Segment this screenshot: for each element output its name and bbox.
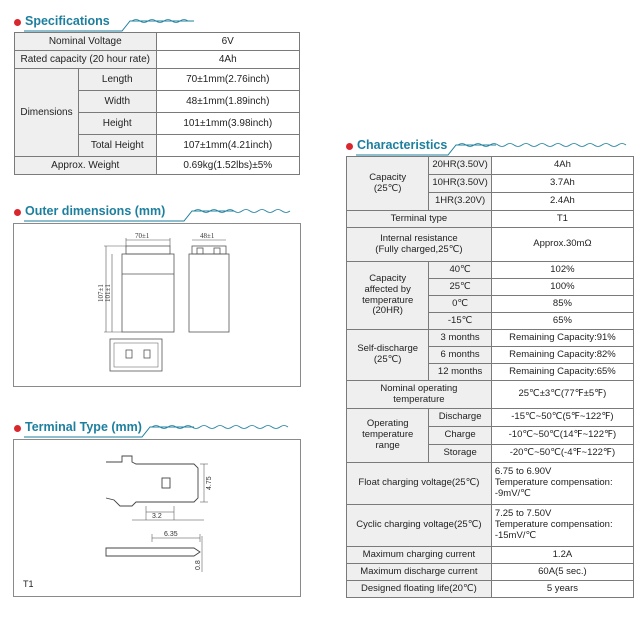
dim-d: 0.8 <box>195 560 202 570</box>
char-sublabel: 1HR(3.20V) <box>428 192 492 211</box>
specifications-header: Specifications <box>14 13 314 33</box>
characteristics-header: Characteristics <box>346 137 636 157</box>
dim-height-body: 101±1 <box>104 284 112 302</box>
char-sublabel: -15℃ <box>428 312 492 330</box>
spec-sublabel: Length <box>77 68 157 91</box>
dim-c: 6.35 <box>164 531 178 538</box>
spec-value: 0.69kg(1.52lbs)±5% <box>155 156 300 175</box>
specifications-table: Nominal Voltage 6V Rated capacity (20 ho… <box>14 32 300 175</box>
characteristics-table: Capacity(25℃) 20HR(3.50V) 4Ah 10HR(3.50V… <box>345 156 635 598</box>
char-sublabel: Discharge <box>428 408 492 427</box>
char-value: -20℃~50℃(-4℉~122℉) <box>490 444 635 463</box>
dim-b: 3.2 <box>152 513 162 520</box>
char-sublabel: 20HR(3.50V) <box>428 156 492 175</box>
char-sublabel: 40℃ <box>428 261 492 279</box>
header-underline <box>24 209 291 222</box>
spec-label: Nominal Voltage <box>14 32 157 51</box>
char-value: 3.7Ah <box>490 174 635 193</box>
bullet-icon <box>14 209 21 216</box>
char-value: Approx.30mΩ <box>490 227 635 262</box>
char-value: 5 years <box>490 580 635 598</box>
bullet-icon <box>14 19 21 26</box>
char-value: 100% <box>490 278 635 296</box>
char-value: 1.2A <box>490 546 635 564</box>
spec-sublabel: Width <box>77 90 157 113</box>
spec-value: 6V <box>155 32 300 51</box>
spec-value: 70±1mm(2.76inch) <box>155 68 300 91</box>
char-value: 25℃±3℃(77℉±5℉) <box>490 380 635 409</box>
section-title: Terminal Type (mm) <box>25 420 142 434</box>
dim-a: 4.75 <box>206 476 213 490</box>
char-sublabel: 25℃ <box>428 278 492 296</box>
char-sublabel: 3 months <box>428 329 492 347</box>
char-label: Maximum charging current <box>346 546 492 564</box>
char-label: Float charging voltage(25℃) <box>346 462 492 505</box>
spec-label: Rated capacity (20 hour rate) <box>14 50 157 69</box>
outer-dimensions-header: Outer dimensions (mm) <box>14 203 314 223</box>
header-underline <box>356 143 627 156</box>
char-value: Remaining Capacity:91% <box>490 329 635 347</box>
char-value: 65% <box>490 312 635 330</box>
char-value: 4Ah <box>490 156 635 175</box>
spec-label: Dimensions <box>14 68 79 157</box>
char-sublabel: 6 months <box>428 346 492 364</box>
outer-dimensions-drawing: 70±1 48±1 107±1 101±1 <box>13 223 301 387</box>
char-label: Designed floating life(20℃) <box>346 580 492 598</box>
char-value: -10℃~50℃(14℉~122℉) <box>490 426 635 445</box>
section-title: Specifications <box>25 14 110 28</box>
terminal-type-drawing: 4.75 3.2 6.35 0.8 T1 <box>13 439 301 597</box>
bullet-icon <box>14 425 21 432</box>
char-value: 85% <box>490 295 635 313</box>
char-sublabel: 12 months <box>428 363 492 381</box>
terminal-type-header: Terminal Type (mm) <box>14 419 314 439</box>
char-value: Remaining Capacity:82% <box>490 346 635 364</box>
char-value: 2.4Ah <box>490 192 635 211</box>
char-label: Cyclic charging voltage(25℃) <box>346 504 492 547</box>
battery-outline-drawing: 70±1 48±1 107±1 101±1 <box>97 232 230 372</box>
spec-label: Approx. Weight <box>14 156 157 175</box>
dim-depth-top: 48±1 <box>200 232 215 240</box>
terminal-drawing: 4.75 3.2 6.35 0.8 <box>105 455 213 572</box>
header-underline <box>24 425 289 438</box>
dim-height-total: 107±1 <box>97 284 105 302</box>
char-label: Internal resistance(Fully charged,25℃) <box>346 227 492 262</box>
char-label: Self-discharge(25℃) <box>345 329 430 381</box>
spec-sublabel: Height <box>77 112 157 135</box>
terminal-label: T1 <box>23 579 34 589</box>
char-sublabel: Storage <box>428 444 492 463</box>
header-underline <box>24 19 194 32</box>
char-sublabel: 10HR(3.50V) <box>428 174 492 193</box>
char-label: Terminal type <box>346 210 492 228</box>
char-value: 102% <box>490 261 635 279</box>
char-label: Capacity(25℃) <box>345 156 430 211</box>
char-value: T1 <box>490 210 635 228</box>
char-value: 60A(5 sec.) <box>490 563 635 581</box>
spec-value: 107±1mm(4.21inch) <box>155 134 300 157</box>
spec-value: 48±1mm(1.89inch) <box>155 90 300 113</box>
section-title: Characteristics <box>357 138 448 152</box>
spec-value: 101±1mm(3.98inch) <box>155 112 300 135</box>
char-sublabel: 0℃ <box>428 295 492 313</box>
spec-sublabel: Total Height <box>77 134 157 157</box>
spec-value: 4Ah <box>155 50 300 69</box>
section-title: Outer dimensions (mm) <box>25 204 166 218</box>
dim-width-top: 70±1 <box>135 232 150 240</box>
char-value: Remaining Capacity:65% <box>490 363 635 381</box>
char-sublabel: Charge <box>428 426 492 445</box>
char-label: Maximum discharge current <box>346 563 492 581</box>
char-value: -15℃~50℃(5℉~122℉) <box>490 408 635 427</box>
bullet-icon <box>346 143 353 150</box>
